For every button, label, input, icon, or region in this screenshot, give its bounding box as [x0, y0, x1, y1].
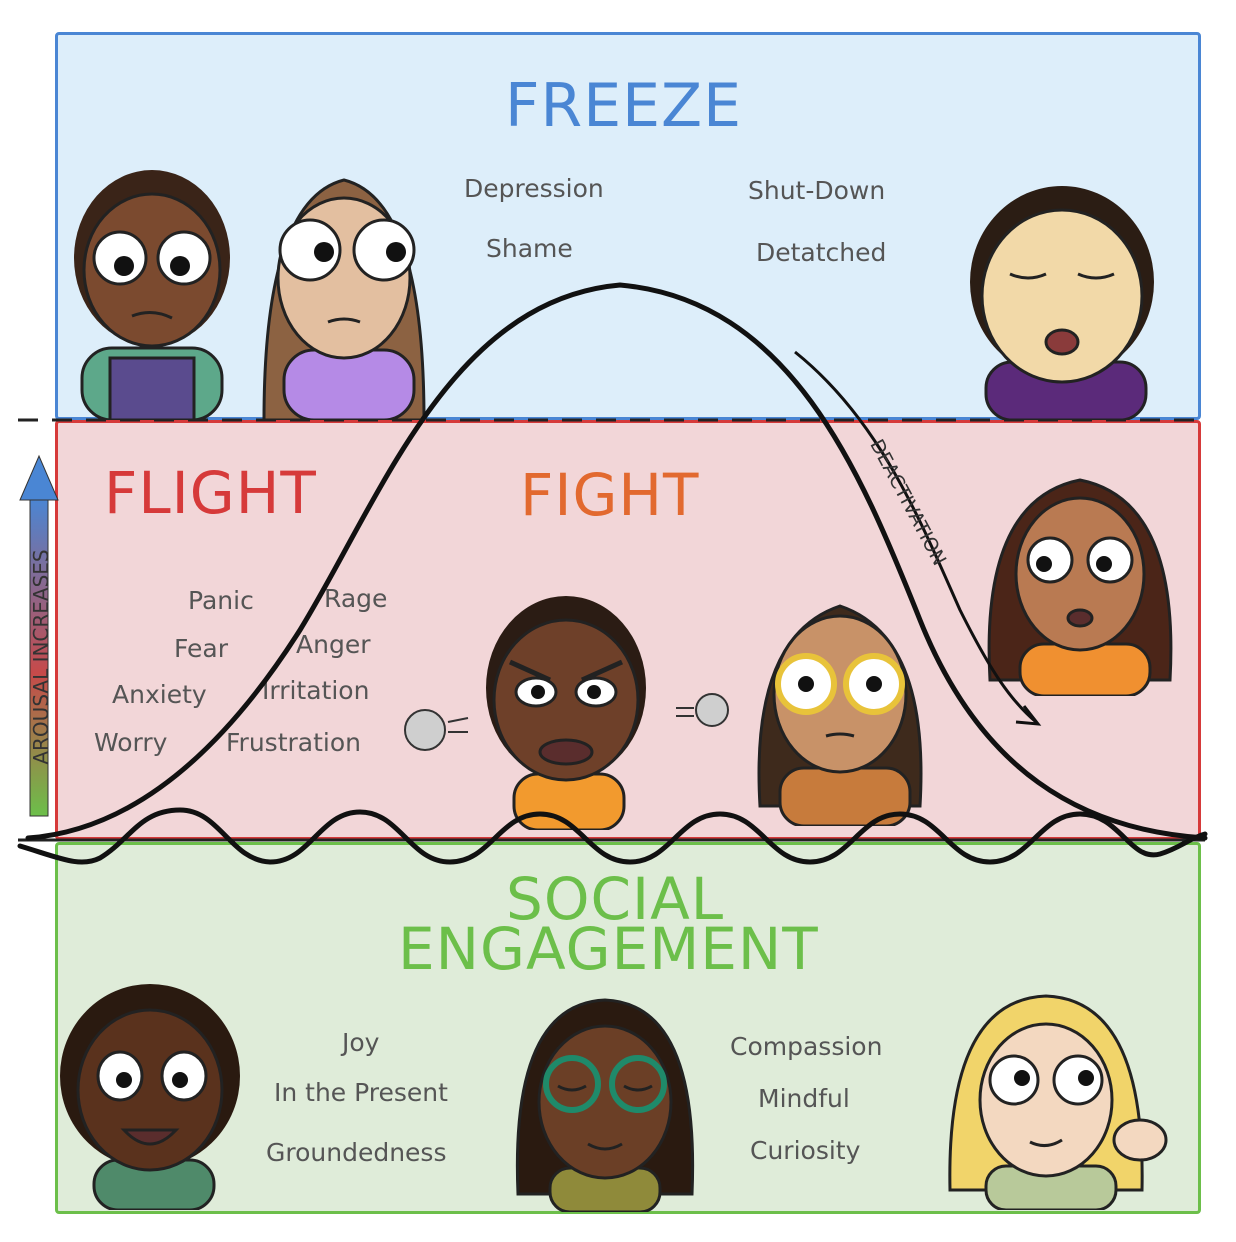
social-word-mindful: Mindful: [758, 1084, 850, 1113]
bell-curve: [25, 282, 1208, 841]
flight-word-worry: Worry: [94, 728, 168, 757]
social-word-joy: Joy: [342, 1028, 380, 1057]
person-freeze-3: [970, 186, 1154, 420]
anger-puff-left-icon: [404, 709, 469, 751]
flight-word-panic: Panic: [188, 586, 254, 615]
person-social-3: [948, 994, 1168, 1210]
wave-line: [17, 807, 1208, 865]
deactivation-arrow: [794, 350, 1037, 724]
fight-word-rage: Rage: [324, 584, 388, 613]
person-flight-right: [987, 478, 1173, 696]
flight-title: FLIGHT: [104, 459, 317, 527]
freeze-word-detatched: Detatched: [756, 238, 887, 267]
social-word-compassion: Compassion: [730, 1032, 883, 1061]
person-social-1: [60, 984, 240, 1210]
freeze-word-shut-down: Shut-Down: [748, 176, 886, 205]
anger-puff-right-icon: [676, 693, 729, 727]
arousal-arrow-head: [19, 454, 59, 501]
freeze-title: FREEZE: [505, 71, 743, 141]
arousal-label: AROUSAL INCREASES: [29, 549, 53, 765]
person-freeze-1: [74, 170, 230, 420]
freeze-word-shame: Shame: [486, 234, 573, 263]
social-word-groundedness: Groundedness: [266, 1138, 447, 1167]
flight-word-anxiety: Anxiety: [112, 680, 207, 709]
person-social-2: [515, 998, 695, 1212]
fight-word-irritation: Irritation: [262, 676, 370, 705]
person-freeze-2: [262, 178, 426, 420]
person-fight-1: [486, 596, 646, 830]
social-title-line2: ENGAGEMENT: [398, 915, 819, 983]
social-word-present: In the Present: [274, 1078, 448, 1107]
fight-title: FIGHT: [520, 461, 700, 529]
freeze-word-depression: Depression: [464, 174, 604, 203]
flight-word-fear: Fear: [174, 634, 228, 663]
fight-word-frustration: Frustration: [226, 728, 361, 757]
fight-word-anger: Anger: [296, 630, 371, 659]
person-fight-2: [757, 604, 923, 826]
social-title-line1: SOCIAL: [506, 865, 725, 933]
social-word-curiosity: Curiosity: [750, 1136, 861, 1165]
